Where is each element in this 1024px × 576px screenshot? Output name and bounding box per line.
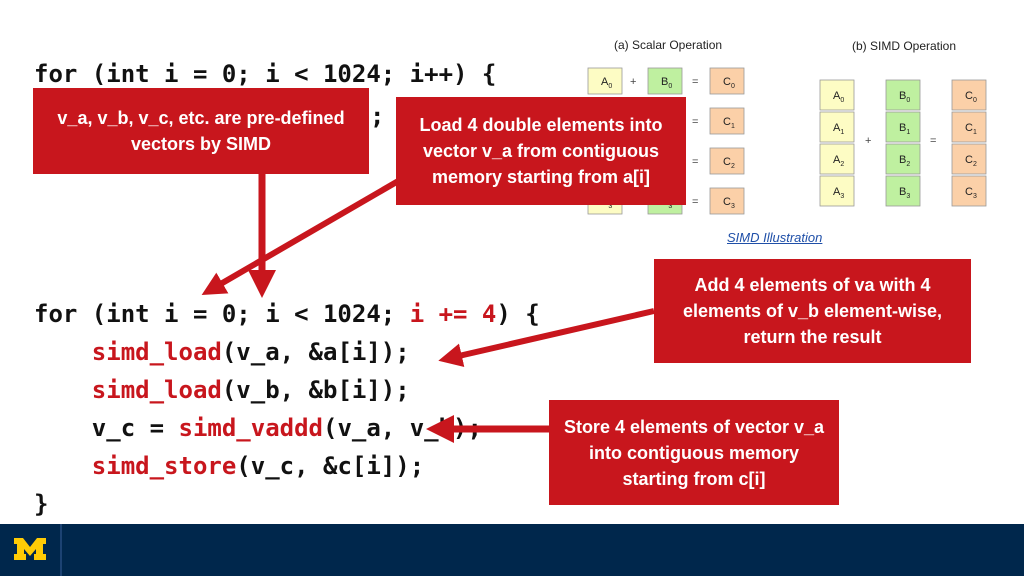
simd-a-cell: A2: [819, 143, 855, 175]
code-line-load-b: simd_load(v_b, &b[i]);: [91, 376, 410, 404]
svg-text:A2: A2: [833, 154, 844, 168]
code-line-load-a: simd_load(v_a, &a[i]);: [91, 338, 410, 366]
code-block-bottom: for (int i = 0; i < 1024; i += 4) { simd…: [34, 257, 540, 561]
simd-equals: =: [930, 135, 936, 147]
scalar-a-cell: A0: [587, 67, 623, 95]
svg-text:B1: B1: [899, 122, 910, 136]
simd-title: (b) SIMD Operation: [852, 39, 956, 53]
scalar-equals: =: [692, 116, 698, 128]
svg-text:C2: C2: [723, 156, 735, 170]
footer-bar: [0, 524, 1024, 576]
callout-add: Add 4 elements of va with 4 elements of …: [654, 259, 971, 363]
simd-b-cell: B1: [885, 111, 921, 143]
svg-text:A1: A1: [833, 122, 844, 136]
callout-store: Store 4 elements of vector v_a into cont…: [549, 400, 839, 505]
simd-b-cell: B2: [885, 143, 921, 175]
svg-text:B3: B3: [899, 186, 910, 200]
svg-text:B0: B0: [661, 76, 672, 90]
code-line-store: simd_store(v_c, &c[i]);: [91, 452, 425, 480]
callout-load: Load 4 double elements into vector v_a f…: [396, 97, 686, 205]
simd-c-cell: C0: [951, 79, 987, 111]
simd-b-cell: B3: [885, 175, 921, 207]
simd-c-cell: C2: [951, 143, 987, 175]
svg-text:C0: C0: [723, 76, 735, 90]
svg-text:B2: B2: [899, 154, 910, 168]
code-line-close: }: [34, 490, 49, 518]
svg-text:C3: C3: [723, 196, 735, 210]
scalar-equals: =: [692, 196, 698, 208]
code-line-for: for (int i = 0; i < 1024; i += 4) {: [34, 300, 540, 328]
svg-text:A3: A3: [833, 186, 844, 200]
simd-c-cell: C1: [951, 111, 987, 143]
code-line-top-1: for (int i = 0; i < 1024; i++) {: [34, 60, 497, 88]
svg-text:C0: C0: [965, 90, 977, 104]
simd-a-cell: A0: [819, 79, 855, 111]
simd-a-cell: A1: [819, 111, 855, 143]
svg-text:A0: A0: [601, 76, 612, 90]
svg-text:C2: C2: [965, 154, 977, 168]
scalar-title: (a) Scalar Operation: [614, 38, 722, 52]
scalar-c-cell: C3: [709, 187, 745, 215]
svg-text:B0: B0: [899, 90, 910, 104]
footer-divider: [60, 524, 62, 576]
simd-b-cell: B0: [885, 79, 921, 111]
code-line-vaddd: v_c = simd_vaddd(v_a, v_b);: [91, 414, 482, 442]
scalar-equals: =: [692, 76, 698, 88]
svg-text:A0: A0: [833, 90, 844, 104]
simd-illustration-link[interactable]: SIMD Illustration: [727, 230, 823, 245]
code-line-top-2-tail: ;: [370, 102, 385, 130]
university-logo-icon: [14, 538, 46, 560]
svg-text:C1: C1: [723, 116, 735, 130]
scalar-c-cell: C0: [709, 67, 745, 95]
simd-a-cell: A3: [819, 175, 855, 207]
callout-vectors: v_a, v_b, v_c, etc. are pre-defined vect…: [33, 88, 369, 174]
scalar-c-cell: C2: [709, 147, 745, 175]
scalar-c-cell: C1: [709, 107, 745, 135]
scalar-equals: =: [692, 156, 698, 168]
simd-plus: +: [865, 135, 871, 147]
svg-text:C3: C3: [965, 186, 977, 200]
simd-c-cell: C3: [951, 175, 987, 207]
scalar-plus: +: [630, 76, 636, 88]
scalar-b-cell: B0: [647, 67, 683, 95]
svg-text:C1: C1: [965, 122, 977, 136]
